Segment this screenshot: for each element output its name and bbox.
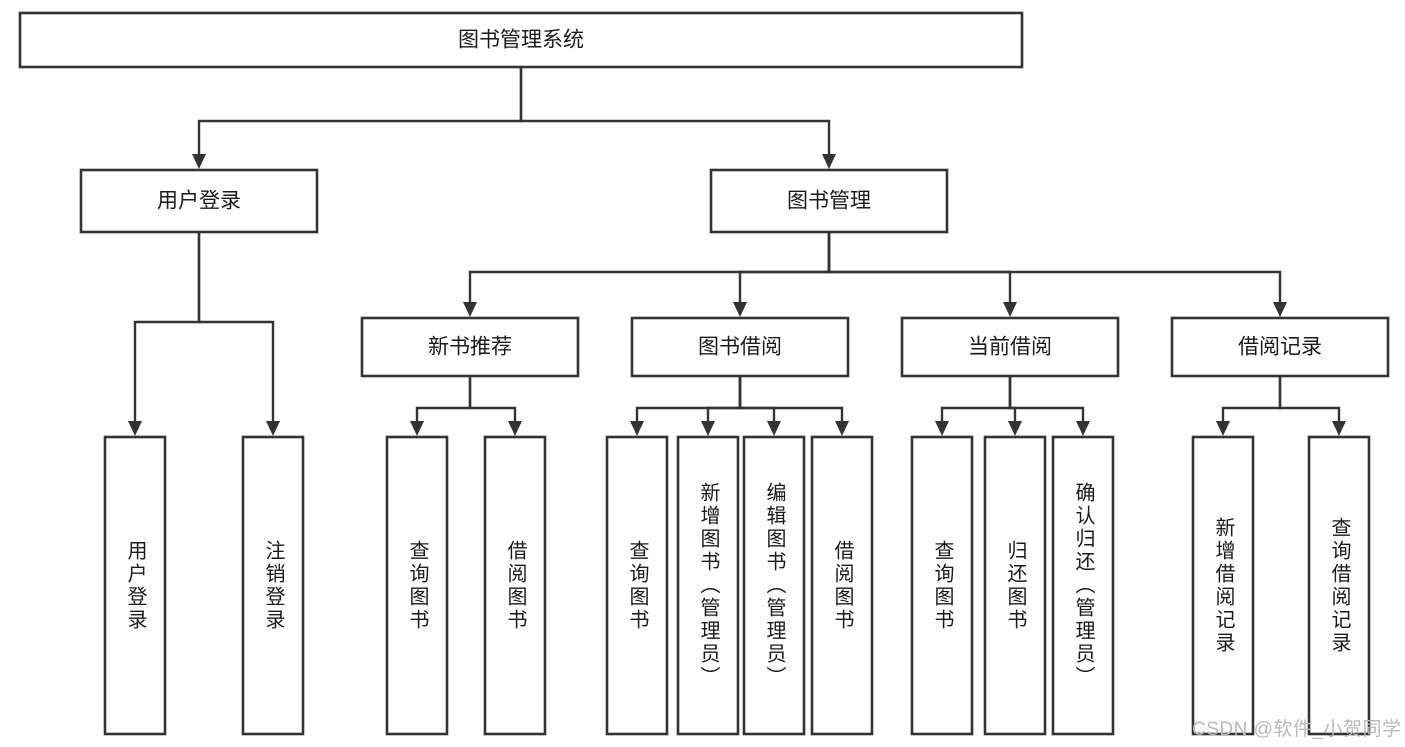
arrowhead-current-borrow [1003, 302, 1017, 317]
node-label-root: 图书管理系统 [458, 29, 584, 52]
connector-root-to-user-login [197, 65, 523, 158]
node-box-leaf-query-book-3[interactable] [910, 435, 974, 736]
arrowhead-new-book-rec [463, 302, 477, 317]
node-box-leaf-confirm-return[interactable] [1051, 435, 1115, 736]
connector-book-borrow-to-leaf-borrow-book-2 [738, 374, 844, 425]
connector-user-login-to-leaf-user-logout [197, 230, 275, 425]
node-box-new-book-rec[interactable] [360, 316, 580, 378]
connector-book-borrow-to-leaf-query-book-2 [635, 374, 742, 425]
connector-book-manage-to-borrow-record [827, 230, 1282, 306]
node-box-leaf-user-logout[interactable] [241, 435, 305, 736]
node-box-leaf-borrow-book-1[interactable] [483, 435, 547, 736]
node-label-book-borrow: 图书借阅 [698, 336, 782, 359]
arrowhead-leaf-user-logout [266, 421, 280, 436]
arrowhead-leaf-edit-book [767, 421, 781, 436]
arrowhead-book-borrow [733, 302, 747, 317]
connector-book-borrow-to-leaf-edit-book [738, 374, 776, 425]
connector-book-manage-to-current-borrow [827, 230, 1012, 306]
arrowhead-leaf-borrow-book-2 [835, 421, 849, 436]
node-box-user-login[interactable] [79, 168, 319, 234]
node-label-current-borrow: 当前借阅 [968, 336, 1052, 359]
node-label-user-login: 用户登录 [157, 190, 241, 213]
connector-book-manage-to-book-borrow [738, 230, 831, 306]
node-box-leaf-user-login[interactable] [103, 435, 167, 736]
node-box-leaf-borrow-book-2[interactable] [810, 435, 874, 736]
node-box-leaf-add-record[interactable] [1191, 435, 1255, 736]
arrowhead-leaf-confirm-return [1076, 421, 1090, 436]
connector-root-to-book-manage [519, 65, 831, 158]
arrowhead-leaf-user-login [128, 421, 142, 436]
connector-new-book-rec-to-leaf-query-book-1 [415, 374, 472, 425]
connector-layer [128, 65, 1346, 436]
node-label-book-manage: 图书管理 [787, 190, 871, 213]
node-box-leaf-return-book[interactable] [983, 435, 1047, 736]
node-box-leaf-query-record[interactable] [1307, 435, 1371, 736]
node-box-leaf-edit-book[interactable] [742, 435, 806, 736]
arrowhead-leaf-add-record [1216, 421, 1230, 436]
arrowhead-leaf-query-record [1332, 421, 1346, 436]
connector-book-borrow-to-leaf-add-book [706, 374, 742, 425]
arrowhead-book-manage [822, 154, 836, 169]
arrowhead-leaf-add-book [701, 421, 715, 436]
watermark-text: CSDN @软件_小贺同学 [1192, 719, 1402, 740]
connector-borrow-record-to-leaf-query-record [1278, 374, 1341, 425]
connector-book-manage-to-new-book-rec [468, 230, 831, 306]
node-box-borrow-record[interactable] [1170, 316, 1390, 378]
node-box-leaf-query-book-1[interactable] [385, 435, 449, 736]
node-box-leaf-add-book[interactable] [676, 435, 740, 736]
connector-borrow-record-to-leaf-add-record [1221, 374, 1282, 425]
arrowhead-borrow-record [1273, 302, 1287, 317]
arrowhead-leaf-return-book [1008, 421, 1022, 436]
node-box-book-borrow[interactable] [630, 316, 850, 378]
arrowhead-user-login [192, 154, 206, 169]
node-label-borrow-record: 借阅记录 [1238, 336, 1322, 359]
node-box-book-manage[interactable] [709, 168, 949, 234]
node-label-new-book-rec: 新书推荐 [428, 336, 512, 359]
node-box-root[interactable] [18, 11, 1024, 69]
connector-current-borrow-to-leaf-confirm-return [1008, 374, 1085, 425]
node-box-current-borrow[interactable] [900, 316, 1120, 378]
node-box-leaf-query-book-2[interactable] [605, 435, 669, 736]
arrowhead-leaf-borrow-book-1 [508, 421, 522, 436]
arrowhead-leaf-query-book-2 [630, 421, 644, 436]
connector-new-book-rec-to-leaf-borrow-book-1 [468, 374, 517, 425]
connector-current-borrow-to-leaf-query-book-3 [940, 374, 1012, 425]
arrowhead-leaf-query-book-1 [410, 421, 424, 436]
connector-user-login-to-leaf-user-login [133, 230, 201, 425]
arrowhead-leaf-query-book-3 [935, 421, 949, 436]
